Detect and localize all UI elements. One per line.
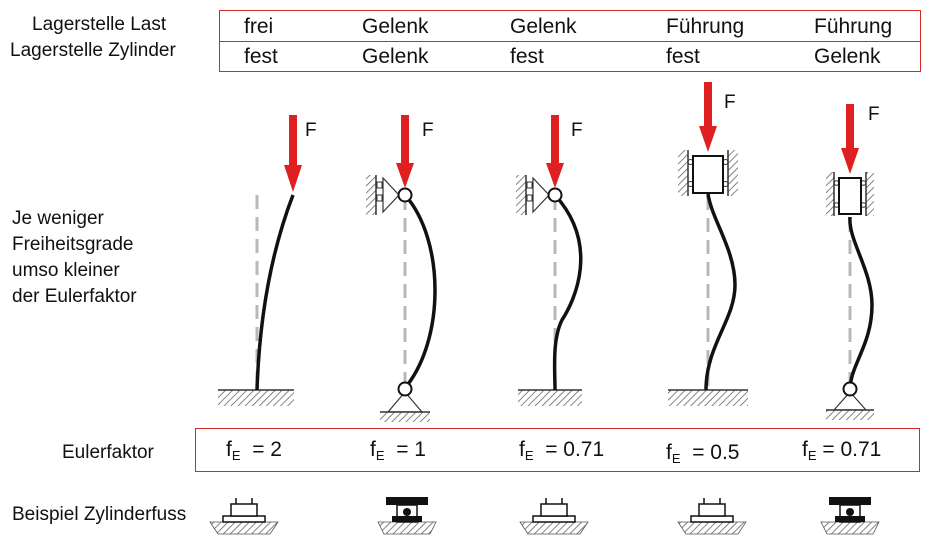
pin-support-bottom-5 (826, 391, 874, 420)
hinge-top-3 (547, 187, 563, 203)
case-1-diagram (218, 115, 302, 406)
example-foot-2 (377, 497, 437, 535)
table-divider (220, 41, 920, 42)
case-3-load: Gelenk (510, 15, 577, 38)
hinge-bottom-2 (397, 381, 413, 397)
force-arrow-4 (699, 82, 717, 152)
euler-factor-4: fE = 0.5 (666, 441, 740, 466)
guide-support-4 (678, 150, 738, 196)
pin-support-bottom-2 (380, 391, 430, 422)
hinge-bottom-5 (842, 381, 858, 397)
force-label-4: F (724, 92, 736, 113)
fixed-ground-1 (218, 390, 294, 406)
row-label-cylinder: Lagerstelle Zylinder (10, 40, 176, 61)
note-line-3: umso kleiner (12, 260, 120, 281)
euler-factor-2: fE = 1 (370, 438, 426, 463)
euler-factor-3: fE = 0.71 (519, 438, 605, 463)
case-5-cylinder: Gelenk (814, 45, 881, 68)
example-foot-1 (209, 498, 279, 535)
explanation-note: Je weniger Freiheitsgrade umso kleiner d… (12, 206, 137, 310)
case-4-load: Führung (666, 15, 745, 38)
note-line-1: Je weniger (12, 208, 104, 229)
note-line-4: der Eulerfaktor (12, 286, 137, 307)
support-table (219, 10, 921, 72)
fixed-ground-4 (668, 390, 748, 406)
force-arrow-5 (841, 104, 859, 174)
hinge-top-2 (397, 187, 413, 203)
buckled-column-5 (848, 216, 874, 391)
euler-factor-1: fE = 2 (226, 438, 282, 463)
euler-label: Eulerfaktor (62, 442, 154, 463)
force-label-5: F (868, 104, 880, 125)
case-5-load: Führung (814, 15, 893, 38)
force-label-1: F (305, 120, 317, 141)
buckled-column-4 (704, 193, 737, 391)
example-foot-4 (677, 498, 747, 535)
case-3-diagram (516, 115, 583, 406)
case-1-cylinder: fest (244, 45, 278, 68)
force-label-2: F (422, 120, 434, 141)
roller-support-top-2 (366, 175, 400, 215)
roller-support-top-3 (516, 175, 550, 215)
case-4-cylinder: fest (666, 45, 700, 68)
force-arrow-3 (546, 115, 564, 188)
example-label: Beispiel Zylinderfuss (12, 504, 187, 525)
case-1-load: frei (244, 15, 274, 38)
force-arrow-2 (396, 115, 414, 188)
force-arrow-1 (284, 115, 302, 192)
row-label-load: Lagerstelle Last (32, 14, 167, 35)
guide-support-5 (826, 172, 874, 216)
case-2-load: Gelenk (362, 15, 429, 38)
fixed-ground-3 (518, 390, 582, 406)
case-2-diagram (366, 115, 437, 422)
force-label-3: F (571, 120, 583, 141)
case-5-diagram (826, 104, 874, 420)
example-foot-3 (519, 498, 589, 535)
buckled-column-2 (403, 193, 437, 390)
buckled-column-3 (552, 193, 583, 391)
case-3-cylinder: fest (510, 45, 544, 68)
euler-factor-5: fE = 0.71 (802, 438, 882, 463)
example-foot-5 (820, 497, 880, 535)
note-line-2: Freiheitsgrade (12, 234, 134, 255)
case-2-cylinder: Gelenk (362, 45, 429, 68)
euler-factor-box (195, 428, 920, 472)
buckled-column-1 (255, 194, 295, 391)
case-4-diagram (668, 82, 748, 406)
